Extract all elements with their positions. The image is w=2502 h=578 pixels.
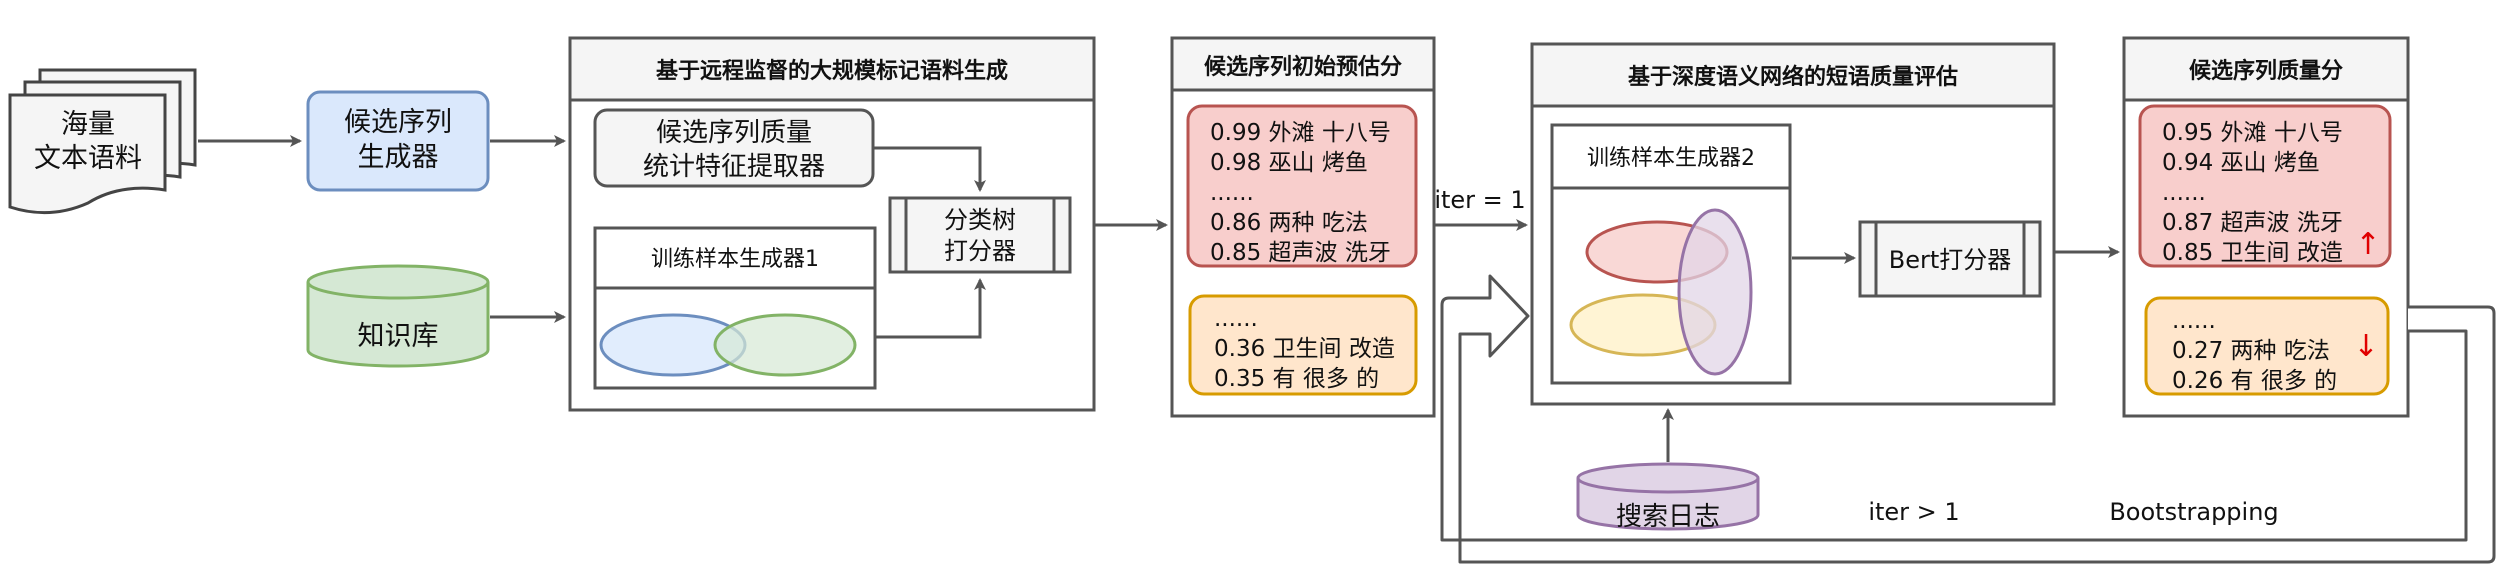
list-item: 0.86 两种 吃法 [1210, 210, 1368, 236]
initial-top-list-box [1186, 104, 1418, 268]
input-doc-line1: 海量 [61, 109, 115, 140]
knowledge-base-cylinder: 知识库 [306, 264, 490, 368]
arrow-samplegen-to-classifier [875, 278, 986, 339]
iter-loop-label: iter > 1 [1868, 498, 1959, 526]
quality-scores-title: 候选序列质量分 [2189, 58, 2343, 84]
sample-generator-1-title: 训练样本生成器1 [651, 247, 819, 272]
list-item: 0.27 两种 吃法 [2172, 338, 2330, 364]
input-document: 海量 文本语料 [8, 68, 197, 215]
bootstrapping-label: Bootstrapping [2109, 498, 2278, 526]
down-arrow-icon: ↓ [2353, 329, 2378, 364]
classifier-line1: 分类树 [944, 206, 1016, 234]
list-item: 0.94 巫山 烤鱼 [2162, 150, 2320, 176]
list-item: 0.26 有 很多 的 [2172, 368, 2337, 394]
list-item: 0.35 有 很多 的 [1214, 366, 1379, 392]
green-ellipse [713, 313, 857, 377]
classifier-line2: 打分器 [944, 237, 1016, 265]
list-item: ...... [1210, 180, 1254, 206]
stage1-title: 基于远程监督的大规模标记语料生成 [656, 58, 1008, 84]
list-item: ...... [2162, 180, 2206, 206]
list-item: 0.85 卫生间 改造 [2162, 240, 2343, 266]
list-item: 0.87 超声波 洗牙 [2162, 210, 2343, 236]
bert-scorer-label: Bert打分器 [1889, 246, 2012, 274]
arrow-extractor-to-classifier [873, 146, 986, 192]
search-logs-label: 搜索日志 [1616, 502, 1720, 532]
initial-scores-title: 候选序列初始预估分 [1204, 54, 1402, 80]
stage2-panel: 基于深度语义网络的短语质量评估 训练样本生成器2 Bert打分器 [1530, 42, 2056, 406]
list-item: 0.85 超声波 洗牙 [1210, 240, 1391, 266]
purple-ellipse [1677, 208, 1753, 376]
initial-top-list: 0.99 外滩 十八号 0.98 巫山 烤鱼...... 0.86 两种 吃法 0.8… [1210, 120, 1391, 266]
feature-extractor-box: 候选序列质量 统计特征提取器 [593, 108, 875, 188]
classifier-box: 分类树 打分器 [888, 196, 1072, 274]
feature-extractor-line1: 候选序列质量 [656, 118, 812, 148]
quality-bottom-list-box [2144, 296, 2390, 396]
knowledge-base-label: 知识库 [358, 321, 439, 352]
search-logs-cylinder: 搜索日志 [1576, 462, 1760, 532]
initial-bottom-list: ...... 0.36 卫生间 改造 0.35 有 很多 的 [1214, 306, 1395, 392]
quality-bottom-list: ...... 0.27 两种 吃法 0.26 有 很多 的 [2172, 308, 2337, 394]
list-item: 0.95 外滩 十八号 [2162, 120, 2343, 146]
list-item: ...... [2172, 308, 2216, 334]
list-item: 0.99 外滩 十八号 [1210, 120, 1391, 146]
bert-scorer-box: Bert打分器 [1858, 220, 2042, 298]
list-item: ...... [1214, 306, 1258, 332]
list-item: 0.98 巫山 烤鱼 [1210, 150, 1368, 176]
stage1-panel: 基于远程监督的大规模标记语料生成 候选序列质量 统计特征提取器 训练样本生成器1… [568, 36, 1096, 412]
initial-scores-panel: 候选序列初始预估分 0.99 外滩 十八号 0.98 巫山 烤鱼...... 0.8… [1170, 36, 1436, 418]
quality-scores-panel: 候选序列质量分 0.95 外滩 十八号 0.94 巫山 烤鱼...... 0.87 … [2122, 36, 2410, 418]
input-doc-line2: 文本语料 [34, 143, 142, 174]
sample-generator-2-box: 训练样本生成器2 [1550, 123, 1792, 385]
candidate-generator: 候选序列 生成器 [306, 90, 490, 192]
sample-generator-2-title: 训练样本生成器2 [1587, 146, 1755, 171]
initial-bottom-list-box [1188, 294, 1418, 396]
iter-first-label: iter = 1 [1434, 186, 1525, 214]
candidate-generator-line1: 候选序列 [344, 107, 452, 138]
quality-top-list: 0.95 外滩 十八号 0.94 巫山 烤鱼...... 0.87 超声波 洗牙 0.… [2162, 120, 2343, 266]
stage2-title: 基于深度语义网络的短语质量评估 [1628, 64, 1958, 90]
list-item: 0.36 卫生间 改造 [1214, 336, 1395, 362]
bootstrapping-loop-arrow [1440, 274, 2496, 564]
up-arrow-icon: ↑ [2355, 227, 2380, 262]
candidate-generator-line2: 生成器 [358, 142, 439, 173]
quality-top-list-box [2138, 104, 2392, 268]
sample-generator-1-box: 训练样本生成器1 [593, 226, 877, 390]
feature-extractor-line2: 统计特征提取器 [643, 152, 825, 182]
